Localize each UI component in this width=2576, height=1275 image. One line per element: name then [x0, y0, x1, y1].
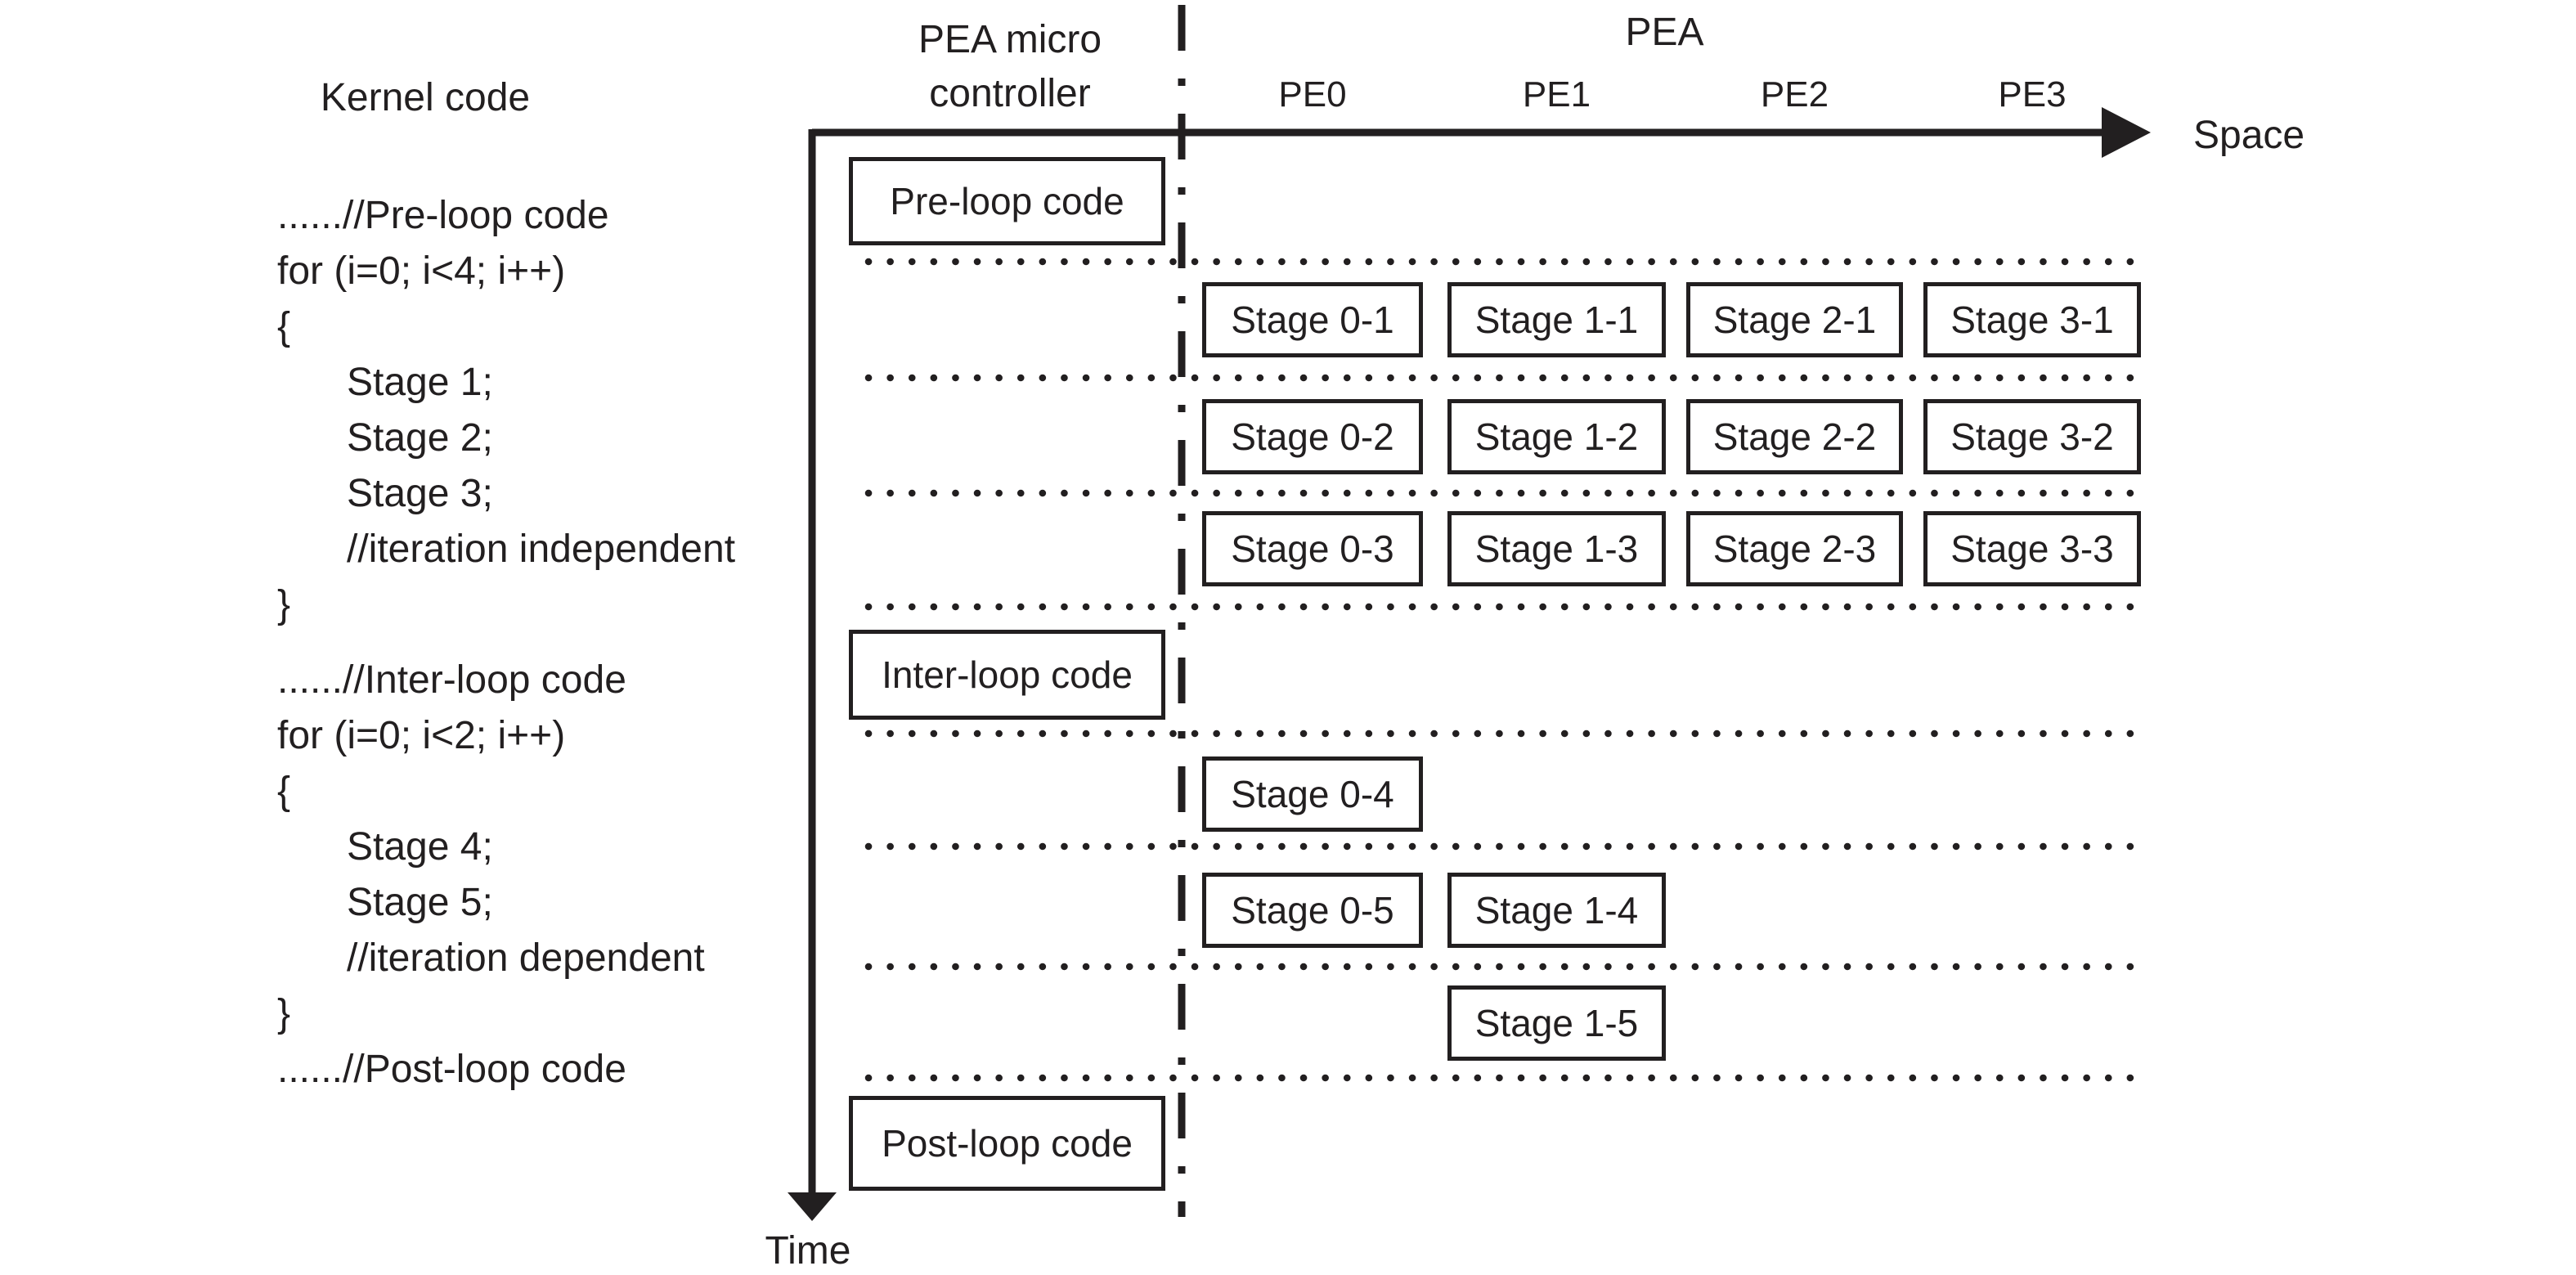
kernel-code-line: { [277, 305, 291, 348]
kernel-code-line: Stage 4; [347, 825, 493, 869]
kernel-code-block-1: ......//Pre-loop code for (i=0; i<4; i++)… [277, 188, 735, 633]
stage-box: Stage 1-5 [1447, 985, 1666, 1061]
kernel-code-line: { [277, 770, 291, 813]
kernel-code-line: Stage 2; [347, 416, 493, 460]
controller-header: PEA micro controller [850, 13, 1169, 121]
kernel-code-line: } [277, 583, 291, 626]
stage-box: Stage 0-5 [1202, 873, 1423, 948]
kernel-code-line: for (i=0; i<4; i++) [277, 249, 566, 293]
stage-box: Stage 0-2 [1202, 399, 1423, 474]
stage-box: Stage 1-3 [1447, 511, 1666, 586]
stage-box: Stage 1-1 [1447, 282, 1666, 357]
time-axis-label: Time [765, 1229, 851, 1273]
stage-box: Stage 1-2 [1447, 399, 1666, 474]
stage-box: Stage 0-3 [1202, 511, 1423, 586]
kernel-code-line: Stage 5; [347, 881, 493, 924]
kernel-code-line: ......//Inter-loop code [277, 658, 626, 702]
stage-box: Stage 3-1 [1923, 282, 2141, 357]
stage-box: Stage 0-4 [1202, 756, 1423, 832]
kernel-code-line: for (i=0; i<2; i++) [277, 714, 566, 757]
inter-loop-code-box: Inter-loop code [849, 630, 1165, 720]
stage-box: Stage 0-1 [1202, 282, 1423, 357]
time-axis-arrowhead [788, 1192, 837, 1221]
stage-box: Stage 2-1 [1686, 282, 1903, 357]
stage-box: Stage 3-2 [1923, 399, 2141, 474]
stage-box: Stage 2-3 [1686, 511, 1903, 586]
kernel-code-block-2: ......//Inter-loop code for (i=0; i<2; i+… [277, 653, 705, 1098]
post-loop-code-box: Post-loop code [849, 1096, 1165, 1191]
time-slot-dotted-lines [864, 258, 2151, 1082]
pe-label-pe3: PE3 [1998, 74, 2067, 114]
stage-box: Stage 3-3 [1923, 511, 2141, 586]
kernel-code-line: Stage 1; [347, 361, 493, 404]
pea-header: PEA [1625, 11, 1704, 54]
pe-label-pe0: PE0 [1278, 74, 1347, 114]
space-axis-arrowhead [2102, 107, 2151, 158]
kernel-code-line: } [277, 992, 291, 1035]
stage-box: Stage 1-4 [1447, 873, 1666, 948]
controller-header-line1: PEA micro [918, 18, 1102, 61]
pe-label-pe1: PE1 [1522, 74, 1591, 114]
kernel-code-line: ......//Post-loop code [277, 1048, 626, 1091]
kernel-code-title: Kernel code [320, 76, 531, 119]
controller-header-line2: controller [929, 72, 1091, 115]
kernel-code-line: //iteration dependent [347, 936, 705, 980]
kernel-code-line: //iteration independent [347, 528, 736, 571]
space-axis-label: Space [2193, 114, 2305, 157]
pe-label-pe2: PE2 [1760, 74, 1829, 114]
pre-loop-code-box: Pre-loop code [849, 157, 1165, 245]
kernel-code-line: ......//Pre-loop code [277, 194, 609, 237]
stage-box: Stage 2-2 [1686, 399, 1903, 474]
kernel-code-line: Stage 3; [347, 472, 493, 515]
